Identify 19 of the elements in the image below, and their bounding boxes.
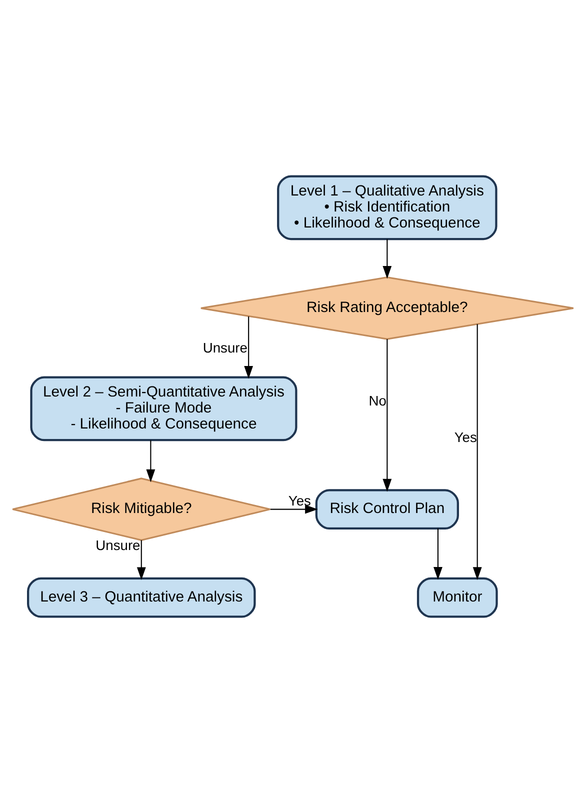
arrow <box>270 504 318 514</box>
arrow <box>244 316 254 378</box>
arrow <box>382 338 392 492</box>
node-box: Level 2 – Semi-Quantitative Analysis - Failure Mode - Likelihood & Consequence <box>30 376 298 441</box>
node-diamond: Risk Mitigable? <box>12 477 271 540</box>
arrow <box>146 440 156 482</box>
arrow <box>136 540 146 580</box>
edge-label: Yes <box>288 492 311 508</box>
node-box: Risk Control Plan <box>315 488 459 529</box>
arrow <box>382 238 392 278</box>
arrow <box>472 324 482 580</box>
node-box: Level 3 – Quantitative Analysis <box>27 576 256 618</box>
edge-label: Unsure <box>202 339 248 356</box>
arrow <box>434 528 442 580</box>
edge-label: No <box>368 392 386 408</box>
node-box: Monitor <box>416 576 498 618</box>
node-diamond: Risk Rating Acceptable? <box>200 276 574 340</box>
edge-label: Yes <box>454 428 477 445</box>
node-box: Level 1 – Qualitative Analysis • Risk Identification • Likelihood & Consequence <box>277 174 498 240</box>
